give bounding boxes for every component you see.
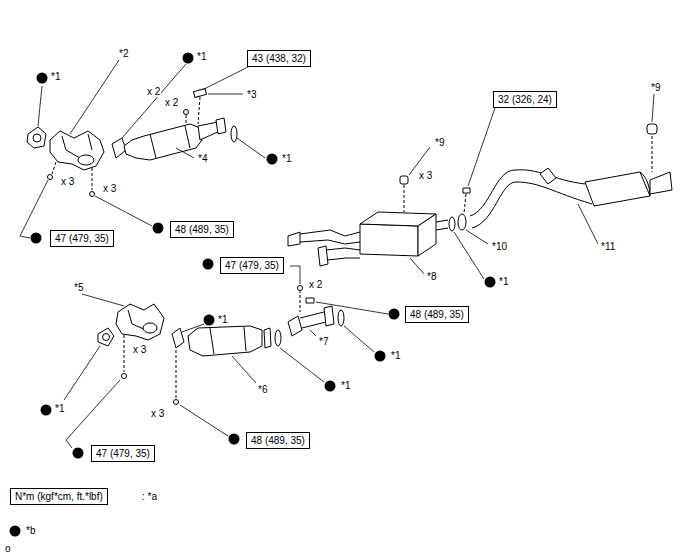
gasket: [172, 328, 184, 348]
callout-label: *5: [73, 282, 84, 293]
torque-value: 48 (489, 35): [410, 309, 464, 320]
clamp: [458, 214, 466, 230]
leader-lines: [20, 60, 654, 448]
callout-label: *1: [54, 403, 65, 414]
callout-label: *9: [434, 137, 445, 148]
gasket: [338, 310, 344, 326]
callout-label: x 3: [60, 176, 75, 187]
torque-value: 43 (438, 32): [252, 53, 306, 64]
callout-label: *3: [246, 89, 257, 100]
exhaust-manifold: [116, 304, 164, 340]
callout-label: *1: [281, 153, 292, 164]
callout-label: *1: [340, 380, 351, 391]
tail-muffler: [585, 172, 650, 206]
exhaust-manifold: [50, 131, 104, 170]
torque-box: 47 (479, 35): [220, 257, 284, 274]
legend-text: : *a: [141, 491, 158, 502]
unit-key-box: N*m (kgf*cm, ft.*lbf): [10, 488, 108, 505]
callout-label: *10: [491, 241, 508, 252]
callout-label: *11: [600, 241, 616, 252]
legend-text: *b: [25, 525, 36, 536]
callout-label: x 2: [308, 279, 323, 290]
torque-box: 48 (489, 35): [170, 221, 234, 238]
callout-label: *7: [318, 336, 329, 347]
gasket: [449, 217, 455, 231]
callout-label: x 3: [150, 408, 165, 419]
callout-label: o: [4, 543, 12, 554]
callout-label: *1: [50, 71, 61, 82]
torque-value: 48 (489, 35): [175, 224, 229, 235]
callout-label: *9: [650, 82, 661, 93]
torque-box: 32 (326, 24): [493, 91, 557, 108]
torque-box: 47 (479, 35): [50, 230, 114, 247]
torque-value: N*m (kgf*cm, ft.*lbf): [15, 491, 103, 502]
gasket: [98, 328, 114, 346]
callout-label: *2: [118, 48, 129, 59]
torque-value: 47 (479, 35): [55, 233, 109, 244]
callout-label: x 3: [132, 344, 147, 355]
tail-pipe: [470, 170, 592, 228]
callout-label: *1: [196, 51, 207, 62]
callout-label: x 2: [146, 86, 161, 97]
callout-label: *8: [426, 271, 437, 282]
gasket: [27, 127, 46, 148]
callout-label: *4: [197, 153, 208, 164]
converter: [124, 124, 202, 160]
torque-value: 47 (479, 35): [96, 448, 150, 459]
callout-label: x 3: [102, 183, 117, 194]
replace-part-dot: [10, 53, 496, 537]
callout-label: x 3: [418, 170, 433, 181]
torque-value: 48 (489, 35): [251, 435, 305, 446]
torque-box: 48 (489, 35): [405, 306, 469, 323]
callout-label: *1: [498, 276, 509, 287]
gasket: [231, 126, 237, 142]
gasket: [275, 330, 281, 346]
torque-box: 43 (438, 32): [247, 50, 311, 67]
torque-value: 47 (479, 35): [225, 260, 279, 271]
muffler: [360, 224, 418, 256]
torque-value: 32 (326, 24): [498, 94, 552, 105]
torque-box: 48 (489, 35): [246, 432, 310, 449]
callout-label: *1: [217, 314, 228, 325]
callout-label: *6: [257, 384, 268, 395]
gasket: [112, 138, 126, 158]
callout-label: x 2: [164, 97, 179, 108]
converter: [188, 326, 262, 356]
torque-box: 47 (479, 35): [91, 445, 155, 462]
callout-label: *1: [390, 350, 401, 361]
